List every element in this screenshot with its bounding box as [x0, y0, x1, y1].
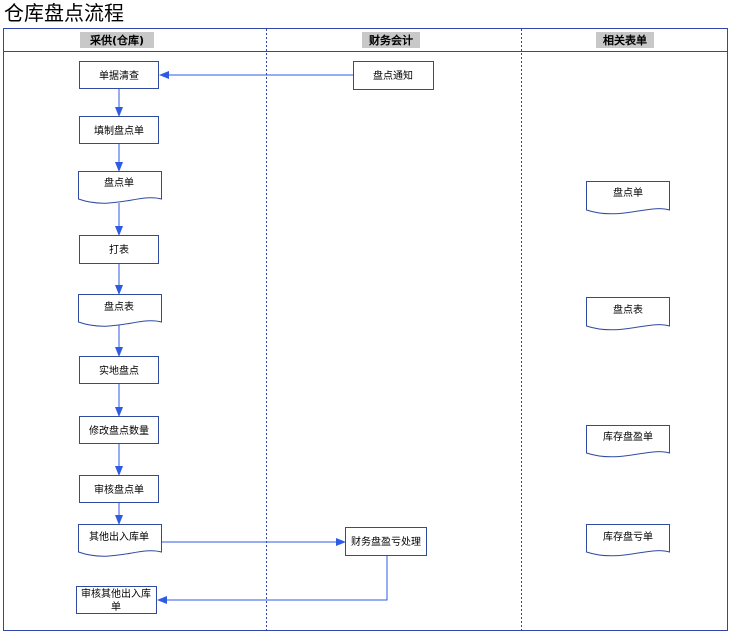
- node-shenhe: 审核盘点单: [79, 475, 159, 503]
- page-title: 仓库盘点流程: [4, 1, 124, 25]
- lane-label: 采供(仓库): [89, 33, 144, 47]
- node-form-pying: 库存盘盈单: [586, 425, 670, 458]
- node-shidi: 实地盘点: [79, 356, 159, 384]
- lane-header-biaodan: 相关表单: [596, 32, 654, 48]
- connectors: [115, 71, 388, 604]
- node-label: 审核盘点单: [94, 483, 144, 496]
- node-label: 库存盘盈单: [603, 430, 653, 443]
- node-label: 修改盘点数量: [89, 424, 149, 437]
- node-tianzhi: 填制盘点单: [79, 116, 159, 144]
- lane-label: 相关表单: [603, 33, 647, 47]
- node-label: 财务盘盈亏处理: [351, 535, 421, 548]
- node-label: 打表: [109, 243, 129, 256]
- node-form-pkui: 库存盘亏单: [586, 524, 670, 557]
- node-qita: 其他出入库单: [78, 524, 162, 557]
- node-label: 盘点通知: [373, 69, 413, 82]
- node-label: 库存盘亏单: [603, 530, 653, 543]
- node-label: 盘点单: [613, 186, 643, 199]
- node-label: 盘点表: [104, 300, 134, 313]
- node-tongzhi: 盘点通知: [353, 61, 434, 90]
- node-pdd: 盘点单: [78, 171, 162, 204]
- node-form-pdb: 盘点表: [586, 297, 670, 331]
- node-label: 实地盘点: [99, 364, 139, 377]
- node-xiugai: 修改盘点数量: [79, 416, 159, 444]
- node-chuli: 财务盘盈亏处理: [345, 527, 427, 556]
- node-label: 盘点表: [613, 303, 643, 316]
- node-label: 单据清查: [99, 69, 139, 82]
- node-label: 填制盘点单: [94, 124, 144, 137]
- node-danju: 单据清查: [79, 61, 159, 89]
- lane-label: 财务会计: [368, 33, 413, 47]
- node-label-line-2: 单: [111, 601, 121, 613]
- node-dabiao: 打表: [79, 235, 159, 264]
- node-label: 其他出入库单: [89, 530, 149, 543]
- node-form-pdd: 盘点单: [586, 181, 670, 215]
- node-label-line-1: 审核其他出入库: [81, 587, 151, 600]
- edge-chuli-shenheqita: [157, 555, 388, 604]
- node-label: 盘点单: [104, 176, 134, 189]
- node-pdb: 盘点表: [78, 294, 162, 327]
- swimlane-frame: [3, 28, 728, 631]
- node-shenheqita: 审核其他出入库 单: [76, 586, 157, 614]
- lane-header-caiwu: 财务会计: [362, 32, 420, 48]
- lane-header-caigong: 采供(仓库): [80, 32, 154, 48]
